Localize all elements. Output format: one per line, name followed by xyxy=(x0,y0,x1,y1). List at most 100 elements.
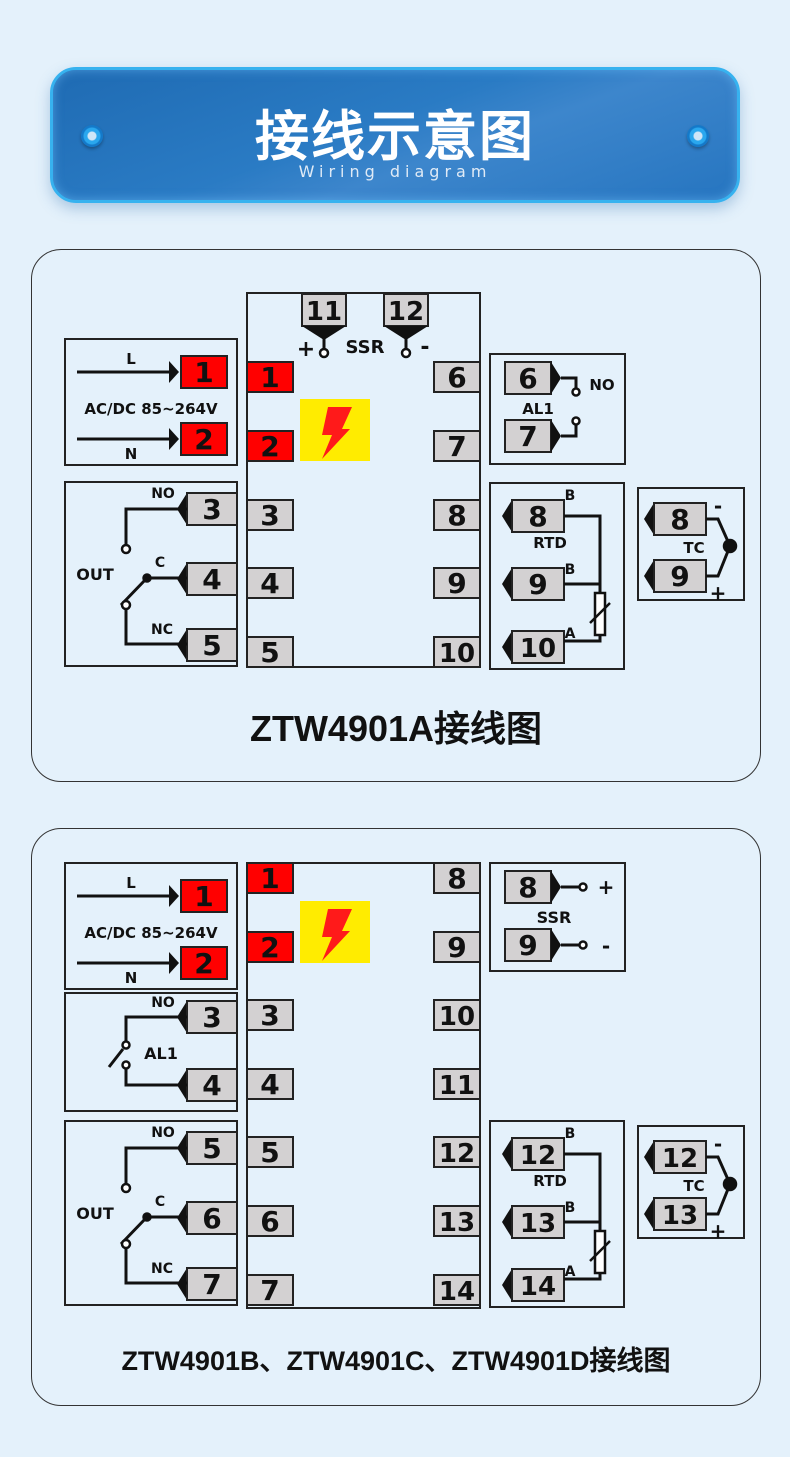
body-terminal-left-number: 1 xyxy=(260,862,279,895)
body-terminal-right-number: 8 xyxy=(447,499,466,532)
out-terminal xyxy=(186,562,238,596)
body-terminal-left xyxy=(246,1274,294,1306)
alarm-no-label: NO xyxy=(589,376,614,394)
thermocouple-junction-icon xyxy=(722,1176,738,1192)
alarm-contact-icon xyxy=(121,1040,131,1050)
body-terminal-right xyxy=(433,499,481,531)
tc-plus-label: + xyxy=(710,581,727,605)
rtd-terminal-number: 12 xyxy=(520,1141,556,1171)
body-terminal-right-number: 9 xyxy=(447,931,466,964)
alarm-contact-icon xyxy=(571,416,581,426)
body-terminal-left xyxy=(246,931,294,963)
body-terminal-left-number: 2 xyxy=(260,931,279,964)
ssr-block xyxy=(489,862,626,972)
terminal-pointer-icon xyxy=(551,871,561,903)
nc-contact-icon xyxy=(120,599,132,611)
body-terminal-left-number: 7 xyxy=(260,1274,279,1307)
ssr-label: SSR xyxy=(537,908,572,927)
terminal-pointer-icon xyxy=(302,326,346,340)
rtd-terminal xyxy=(511,1268,565,1302)
body-terminal-right-number: 13 xyxy=(439,1208,475,1238)
terminal-pointer-icon xyxy=(502,1138,512,1170)
rtd-pin-label: B xyxy=(565,562,576,578)
body-terminal-right xyxy=(433,361,481,393)
rtd-terminal-number: 13 xyxy=(520,1209,556,1239)
terminal-pointer-icon xyxy=(551,929,561,961)
rtd-pin-label: B xyxy=(565,488,576,504)
body-terminal-right xyxy=(433,999,481,1031)
tc-block xyxy=(637,1125,745,1239)
body-terminal-right xyxy=(433,1274,481,1306)
body-terminal-right-number: 8 xyxy=(447,862,466,895)
voltage-label: AC/DC 85~264V xyxy=(84,400,218,418)
body-terminal-left-number: 6 xyxy=(260,1205,279,1238)
alarm-contact-icon xyxy=(571,387,581,397)
alarm-terminal-number: 3 xyxy=(202,1001,221,1034)
body-terminal-left-number: 4 xyxy=(260,1068,279,1101)
body-terminal-right xyxy=(433,862,481,894)
out-terminal xyxy=(186,1131,238,1165)
body-terminal-right xyxy=(433,430,481,462)
rtd-terminal xyxy=(511,630,565,664)
neutral-label: N xyxy=(125,445,138,463)
ssr-terminal-minus-number: 12 xyxy=(388,297,424,327)
out-terminal-number: 3 xyxy=(202,493,221,526)
switch-arm xyxy=(107,1048,125,1068)
no-contact-icon xyxy=(120,1182,132,1194)
nc-contact-icon xyxy=(120,1238,132,1250)
body-terminal-right xyxy=(433,636,481,668)
tc-plus-label: + xyxy=(710,1219,727,1243)
rtd-terminal-number: 14 xyxy=(520,1272,556,1302)
no-wire xyxy=(124,1146,187,1185)
body-terminal-left-number: 4 xyxy=(260,567,279,600)
out-terminal-number: 4 xyxy=(202,563,221,596)
terminal-pointer-icon xyxy=(384,326,428,340)
rtd-label: RTD xyxy=(533,534,567,552)
nc-label: NC xyxy=(151,622,173,638)
c-label: C xyxy=(155,555,165,571)
terminal-pointer-icon xyxy=(502,1206,512,1238)
power-terminal-n xyxy=(180,946,228,980)
page-subtitle: Wiring diagram xyxy=(298,162,492,181)
nc-wire xyxy=(124,1248,187,1285)
out-terminal-number: 5 xyxy=(202,629,221,662)
body-terminal-left-number: 1 xyxy=(260,361,279,394)
alarm-wire xyxy=(124,1069,187,1087)
no-contact-icon xyxy=(120,543,132,555)
body-terminal-left xyxy=(246,1205,294,1237)
nc-wire xyxy=(124,609,187,646)
body-terminal-right-number: 7 xyxy=(447,430,466,463)
no-label: NO xyxy=(151,486,175,502)
ssr-terminal-number: 9 xyxy=(518,929,537,962)
rtd-terminal-number: 9 xyxy=(528,568,547,601)
ssr-terminal-minus xyxy=(383,293,429,327)
body-terminal-left xyxy=(246,636,294,668)
tc-terminal-number: 12 xyxy=(662,1144,698,1174)
ssr-plus-sign: + xyxy=(297,337,315,362)
tc-terminal-number: 13 xyxy=(662,1201,698,1231)
body-terminal-right-number: 12 xyxy=(439,1139,475,1169)
power-input-block xyxy=(64,862,238,990)
body-terminal-left-number: 5 xyxy=(260,1136,279,1169)
power-terminal-l xyxy=(180,355,228,389)
rtd-terminal xyxy=(511,1137,565,1171)
tc-label: TC xyxy=(683,1177,704,1195)
ssr-plus-sign: + xyxy=(598,875,615,899)
live-label: L xyxy=(126,874,136,892)
alarm-terminal-number: 6 xyxy=(518,362,537,395)
alarm-relay-block xyxy=(64,992,238,1112)
terminal-pointer-icon xyxy=(644,503,654,535)
body-terminal-right-number: 6 xyxy=(447,361,466,394)
terminal-pointer-icon xyxy=(551,362,561,394)
tc-terminal-number: 9 xyxy=(670,560,689,593)
resistor-variable-icon xyxy=(589,1240,611,1262)
body-terminal-left xyxy=(246,499,294,531)
rtd-terminal-number: 10 xyxy=(520,634,556,664)
body-terminal-left-number: 5 xyxy=(260,636,279,669)
rtd-terminal xyxy=(511,499,565,533)
neutral-label: N xyxy=(125,969,138,987)
alarm-contact-icon xyxy=(121,1060,131,1070)
alarm-wire xyxy=(124,1015,187,1041)
